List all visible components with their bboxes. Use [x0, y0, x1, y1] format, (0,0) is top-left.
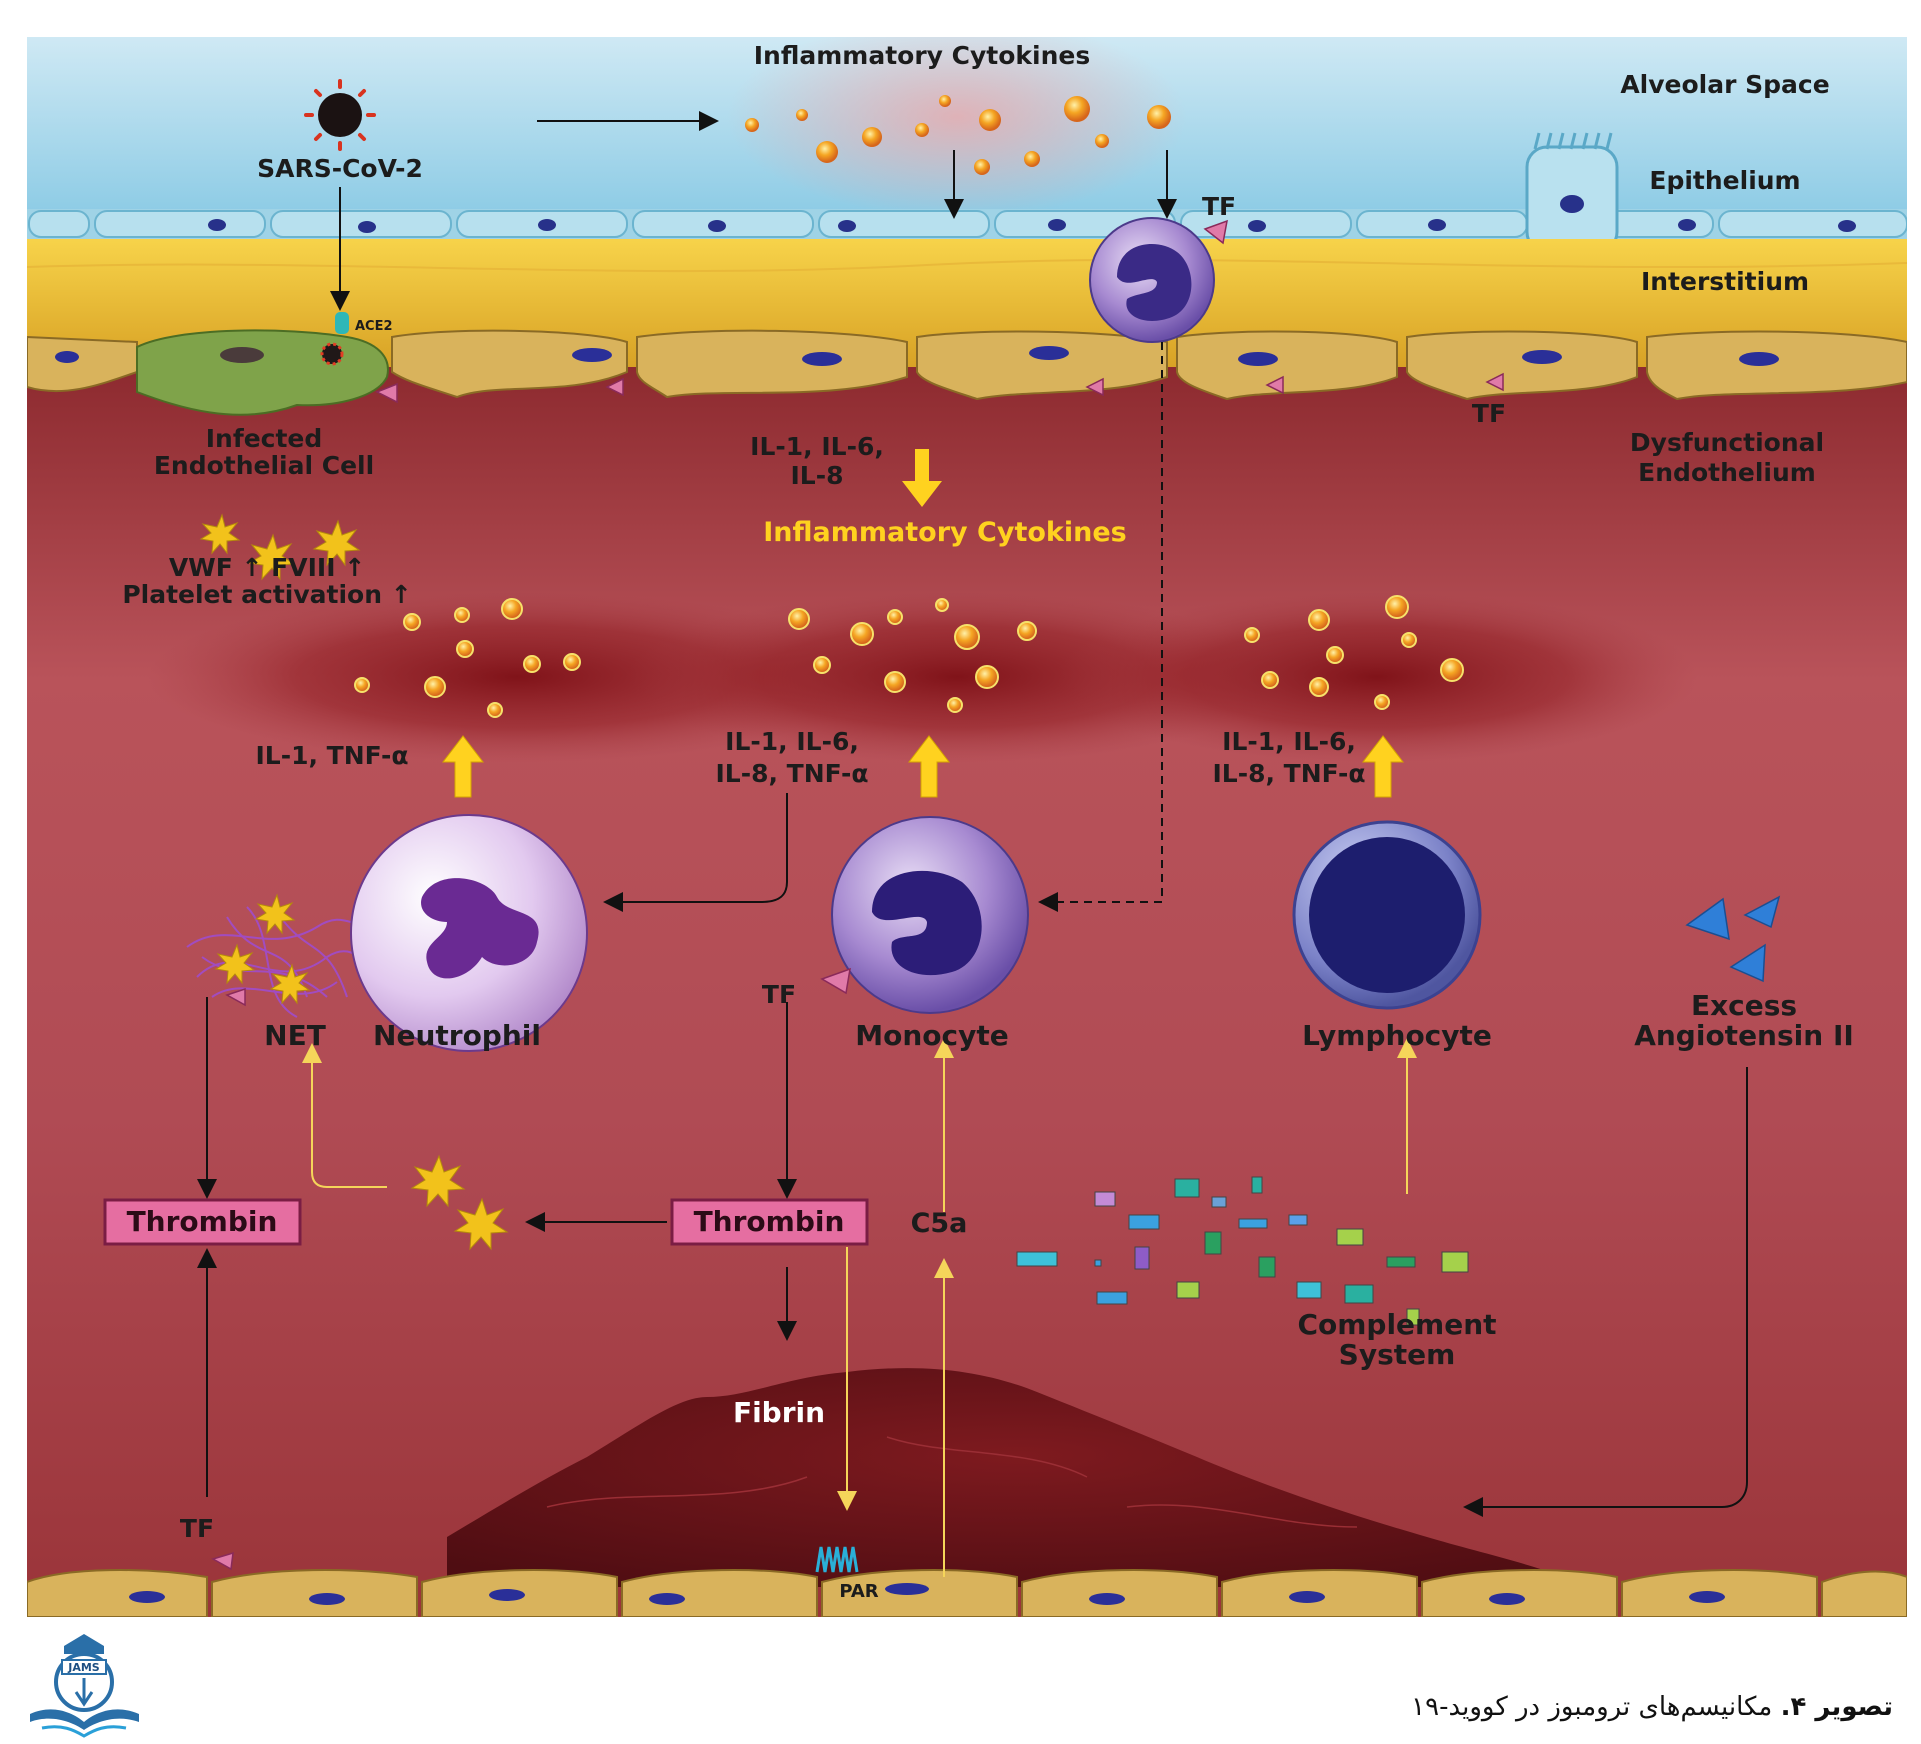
neutrophil-cell [350, 814, 588, 1052]
ace2-receptor [335, 312, 349, 334]
tf-top-label: TF [1202, 192, 1236, 221]
lymphocyte-cytokine-particles [1244, 595, 1464, 710]
monocyte-cell [820, 816, 1029, 1014]
par-receptor-icon [815, 1546, 859, 1573]
net-label: NET [264, 1019, 326, 1052]
inflammatory-cytokines-top-label: Inflammatory Cytokines [754, 41, 1091, 70]
yellow-arrows [302, 1038, 1417, 1577]
infected-cell-label-1: Infected [206, 424, 323, 453]
thrombin-center-label: Thrombin [694, 1205, 845, 1238]
thrombin-platelets-icon [410, 1154, 509, 1251]
tf-endothelium-label: TF [1472, 399, 1506, 428]
black-arrows [197, 111, 1748, 1517]
lymphocyte-cell [1292, 820, 1482, 1010]
il-lymphocyte-label-1: IL-1, IL-6, [1222, 727, 1356, 756]
caption-bold: تصویر ۴. [1780, 1692, 1893, 1722]
caption-text: مکانیسم‌های ترومبوز در کووید-۱۹ [1411, 1692, 1781, 1722]
thrombin-center-box: Thrombin [670, 1198, 869, 1246]
monocyte-cytokine-particles [788, 598, 1037, 713]
thrombin-left-box: Thrombin [103, 1198, 302, 1246]
sars-cov-2-virus-icon [304, 79, 376, 151]
thrombosis-diagram: Thrombin Thrombin Inflammatory Cytokines… [26, 17, 1908, 1618]
il-lymphocyte-label-2: IL-8, TNF-α [1212, 759, 1365, 788]
fibrin-clot [447, 1368, 1587, 1587]
platelets-icon [199, 513, 361, 581]
yellow-up-arrows [441, 735, 1405, 798]
angiotensin-ii-icon [1685, 895, 1781, 983]
il-top-label-2: IL-8 [790, 461, 843, 490]
inflammatory-cytokines-mid-label: Inflammatory Cytokines [763, 517, 1126, 548]
tf-bottom-label: TF [180, 1514, 214, 1543]
complement-fragments-icon [1016, 1176, 1469, 1326]
logo-text: JAMS [67, 1661, 100, 1674]
il-neutrophil-label: IL-1, TNF-α [255, 741, 408, 770]
complement-label-2: System [1339, 1338, 1456, 1371]
epithelium-label: Epithelium [1649, 166, 1800, 195]
top-cytokine-particles [745, 95, 1171, 175]
neutrophil-label: Neutrophil [373, 1019, 541, 1052]
c5a-label: C5a [911, 1208, 968, 1239]
il-monocyte-label-1: IL-1, IL-6, [725, 727, 859, 756]
excess-angiotensin-label-1: Excess [1691, 989, 1797, 1022]
infected-endothelial-cell [136, 329, 398, 416]
tf-monocyte-label: TF [762, 980, 796, 1009]
vwf-fviii-label: VWF ↑ FVIII ↑ [169, 553, 365, 582]
monocyte-label: Monocyte [855, 1019, 1009, 1052]
interstitium-label: Interstitium [1641, 267, 1809, 296]
il-monocyte-label-2: IL-8, TNF-α [715, 759, 868, 788]
ace2-label: ACE2 [355, 319, 393, 334]
dysfunctional-endothelium-label-1: Dysfunctional [1630, 428, 1824, 457]
platelet-activation-label: Platelet activation ↑ [122, 580, 411, 609]
jams-logo: JAMS [22, 1632, 147, 1740]
bottom-endothelium [26, 1546, 1908, 1618]
dysfunctional-endothelium-label-2: Endothelium [1638, 458, 1816, 487]
lymphocyte-label: Lymphocyte [1302, 1019, 1492, 1052]
neutrophil-cytokine-particles [354, 598, 581, 718]
fibrin-label: Fibrin [733, 1396, 825, 1429]
thrombin-left-label: Thrombin [127, 1205, 278, 1238]
yellow-down-arrow [902, 449, 942, 507]
figure-caption: تصویر ۴. مکانیسم‌های ترومبوز در کووید-۱۹ [1411, 1692, 1893, 1722]
complement-label-1: Complement [1297, 1308, 1496, 1341]
excess-angiotensin-label-2: Angiotensin II [1634, 1019, 1854, 1052]
alveolar-space-label: Alveolar Space [1620, 70, 1829, 99]
monocyte-interstitium [1089, 217, 1228, 343]
infected-cell-label-2: Endothelial Cell [154, 451, 374, 480]
par-label: PAR [839, 1581, 878, 1602]
sars-cov-2-label: SARS-CoV-2 [257, 154, 423, 183]
top-endothelium [26, 329, 1908, 401]
il-top-label-1: IL-1, IL-6, [750, 432, 884, 461]
